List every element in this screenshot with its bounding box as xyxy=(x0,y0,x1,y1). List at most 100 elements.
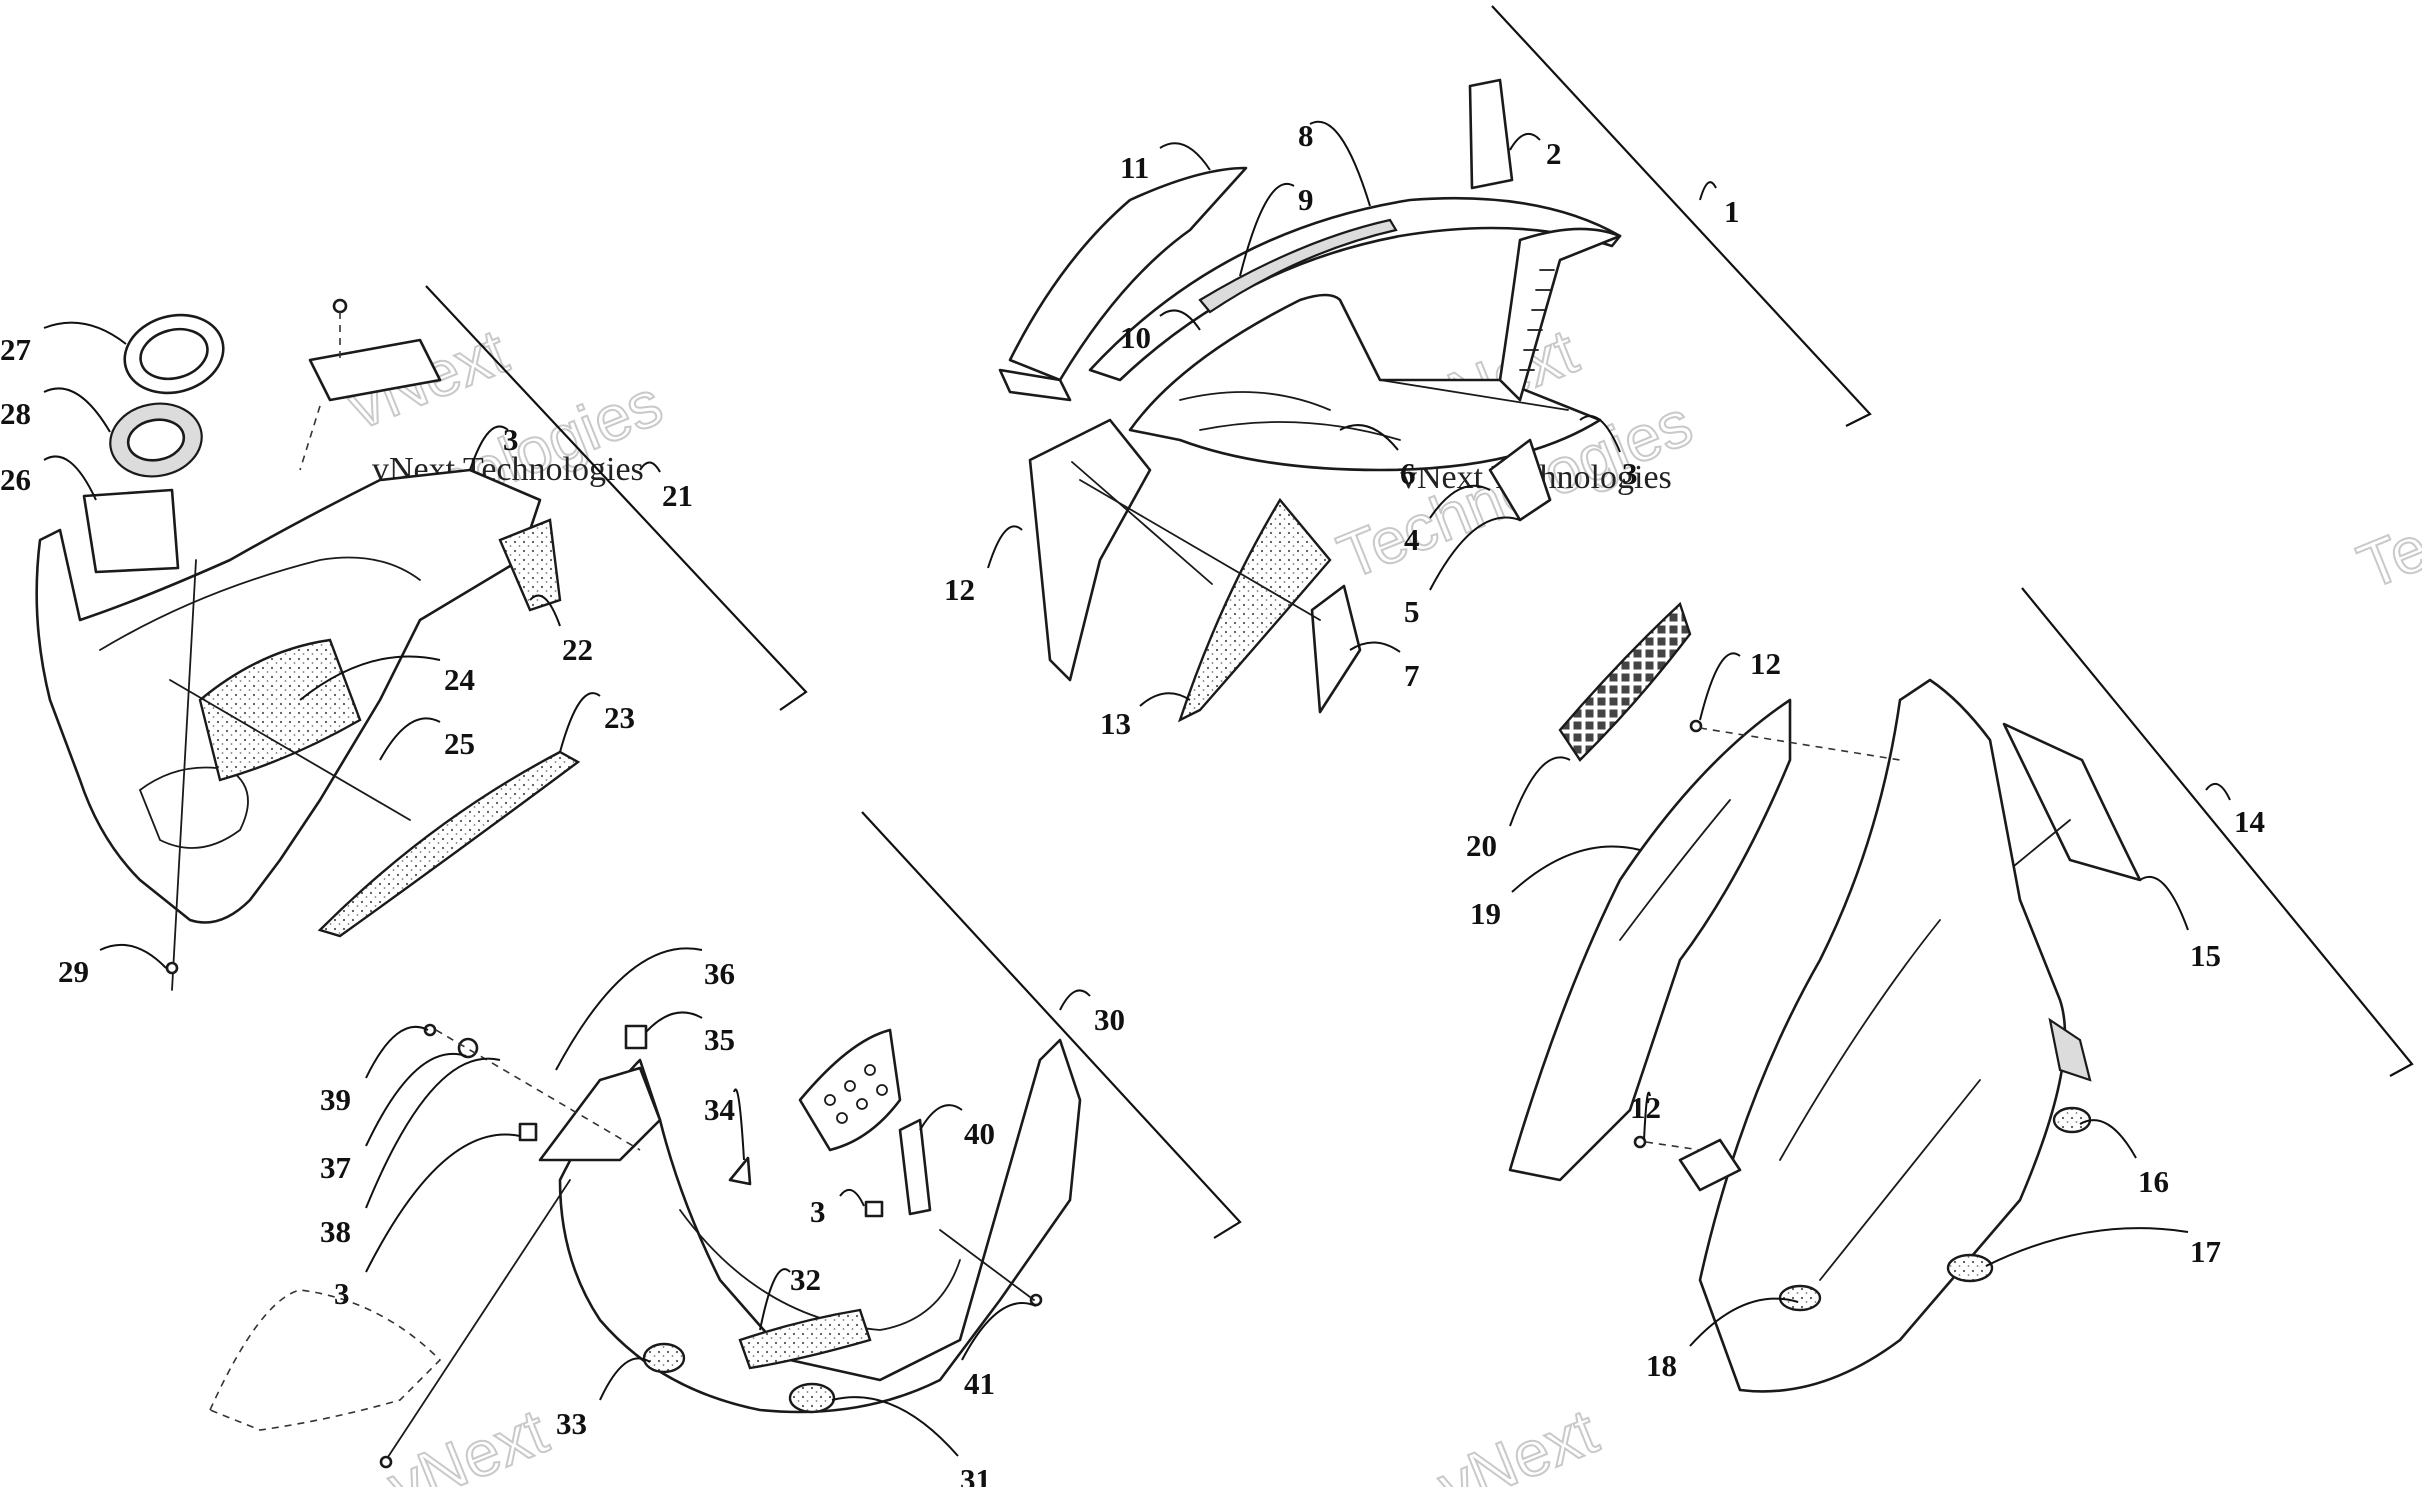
leader-line-39 xyxy=(365,1025,429,1079)
callout-number-22: 22 xyxy=(562,632,593,667)
callout-number-31: 31 xyxy=(960,1462,991,1487)
hood-assembly xyxy=(998,78,1622,723)
leader-line-33 xyxy=(599,1357,651,1401)
leader-line-18 xyxy=(1689,1297,1799,1347)
bracket-1 xyxy=(1491,5,1872,427)
bellypan-part xyxy=(558,1038,1082,1414)
callout-number-10: 10 xyxy=(1120,320,1151,355)
callout-number-32: 32 xyxy=(790,1262,821,1297)
panel-contour xyxy=(1779,919,1981,1281)
dashed-guide xyxy=(435,1029,641,1151)
callout-number-40: 40 xyxy=(964,1116,995,1151)
vent-22 xyxy=(498,518,562,612)
hood-panel-part xyxy=(1128,293,1602,472)
leader-line-4 xyxy=(1429,484,1491,519)
leader-line-35 xyxy=(645,1011,703,1033)
headlight-opening xyxy=(138,766,249,849)
leader-line-25 xyxy=(379,717,441,761)
callout-number-2: 2 xyxy=(1546,136,1562,171)
grille-20 xyxy=(1558,601,1692,762)
watermark-text: Technologies xyxy=(2348,396,2422,603)
leader-line-9 xyxy=(1239,183,1295,277)
leader-line-37 xyxy=(365,1052,467,1147)
callout-number-24: 24 xyxy=(444,662,475,697)
long-screw-line xyxy=(171,559,197,991)
bracket-4-part xyxy=(1488,438,1552,522)
perforated-panel xyxy=(798,1028,902,1152)
callout-number-23: 23 xyxy=(604,700,635,735)
side-panel-19 xyxy=(1508,698,1792,1182)
plate-7-part xyxy=(1310,584,1362,714)
leader-line-12c xyxy=(1643,1091,1651,1141)
assembly-brackets xyxy=(425,5,2414,1239)
side-panel-assembly xyxy=(1508,601,2142,1393)
bracket-14 xyxy=(2021,587,2414,1077)
panel-vent-dark xyxy=(2048,1017,2092,1082)
callout-number-25: 25 xyxy=(444,726,475,761)
callout-number-8: 8 xyxy=(1298,118,1314,153)
screw-29 xyxy=(165,961,179,975)
leader-line-29 xyxy=(99,943,167,969)
callout-number-34: 34 xyxy=(704,1092,735,1127)
leader-line-41 xyxy=(961,1302,1037,1361)
leader-line-36 xyxy=(555,947,703,1071)
explode-line xyxy=(2013,819,2071,867)
textured-strip-23 xyxy=(317,750,581,938)
callout-number-16: 16 xyxy=(2138,1164,2169,1199)
callout-number-3a: 3 xyxy=(503,422,519,457)
clip-3 xyxy=(518,1122,538,1142)
pad-17 xyxy=(1946,1253,1994,1283)
leader-line-17 xyxy=(1985,1227,2189,1267)
bracket-40 xyxy=(898,1118,932,1216)
leader-line-31 xyxy=(831,1396,959,1457)
leader-line-30 xyxy=(1059,989,1091,1011)
leader-line-12b xyxy=(1699,652,1741,721)
bracket-21 xyxy=(425,285,808,711)
leader-line-21 xyxy=(639,461,661,473)
pad-16 xyxy=(2052,1106,2092,1134)
textured-panel-13 xyxy=(1177,497,1332,723)
leader-line-14 xyxy=(2205,782,2231,801)
screw-12 xyxy=(1689,719,1703,733)
leader-line-26 xyxy=(43,455,97,501)
leader-line-16 xyxy=(2079,1119,2137,1159)
leader-line-6 xyxy=(1339,424,1399,451)
leader-line-32 xyxy=(759,1268,791,1331)
textured-panel-24 xyxy=(198,638,362,782)
callout-number-4: 4 xyxy=(1404,522,1420,557)
callout-number-30: 30 xyxy=(1094,1002,1125,1037)
explode-line xyxy=(1379,379,1569,411)
explode-line xyxy=(169,679,411,821)
screw-part xyxy=(379,1455,393,1469)
callout-number-3c: 3 xyxy=(810,1194,826,1229)
leader-line-13 xyxy=(1139,692,1191,707)
dashed-bracket xyxy=(208,1289,442,1431)
main-side-panel-part xyxy=(1698,678,2067,1393)
callout-number-14: 14 xyxy=(2234,804,2265,839)
watermark-text: vNext xyxy=(1428,1395,1607,1487)
clip-3b xyxy=(864,1200,884,1218)
grommet-34 xyxy=(728,1156,752,1186)
callout-number-11: 11 xyxy=(1120,150,1149,185)
watermark-text: vNext xyxy=(378,1395,557,1487)
explode-line xyxy=(1071,461,1213,585)
leader-line-3d xyxy=(365,1133,521,1273)
callout-number-12a: 12 xyxy=(944,572,975,607)
callout-number-9: 9 xyxy=(1298,182,1314,217)
nut-35 xyxy=(624,1024,648,1050)
explode-line xyxy=(385,1179,571,1461)
callout-number-13: 13 xyxy=(1100,706,1131,741)
hood-contour xyxy=(1179,391,1401,441)
callout-number-15: 15 xyxy=(2190,938,2221,973)
leader-line-19 xyxy=(1511,845,1641,893)
leader-line-28 xyxy=(43,387,111,433)
leader-line-2 xyxy=(1509,132,1541,151)
windshield-part xyxy=(1468,78,1514,190)
callout-number-28: 28 xyxy=(0,396,31,431)
pad-33 xyxy=(642,1342,686,1374)
leader-line-3b xyxy=(1579,415,1621,453)
explode-line xyxy=(1079,479,1321,621)
callout-labels: 1233334567891011121212131415161718192021… xyxy=(0,118,2265,1487)
callout-number-18: 18 xyxy=(1646,1348,1677,1383)
leader-line-22 xyxy=(529,594,561,627)
